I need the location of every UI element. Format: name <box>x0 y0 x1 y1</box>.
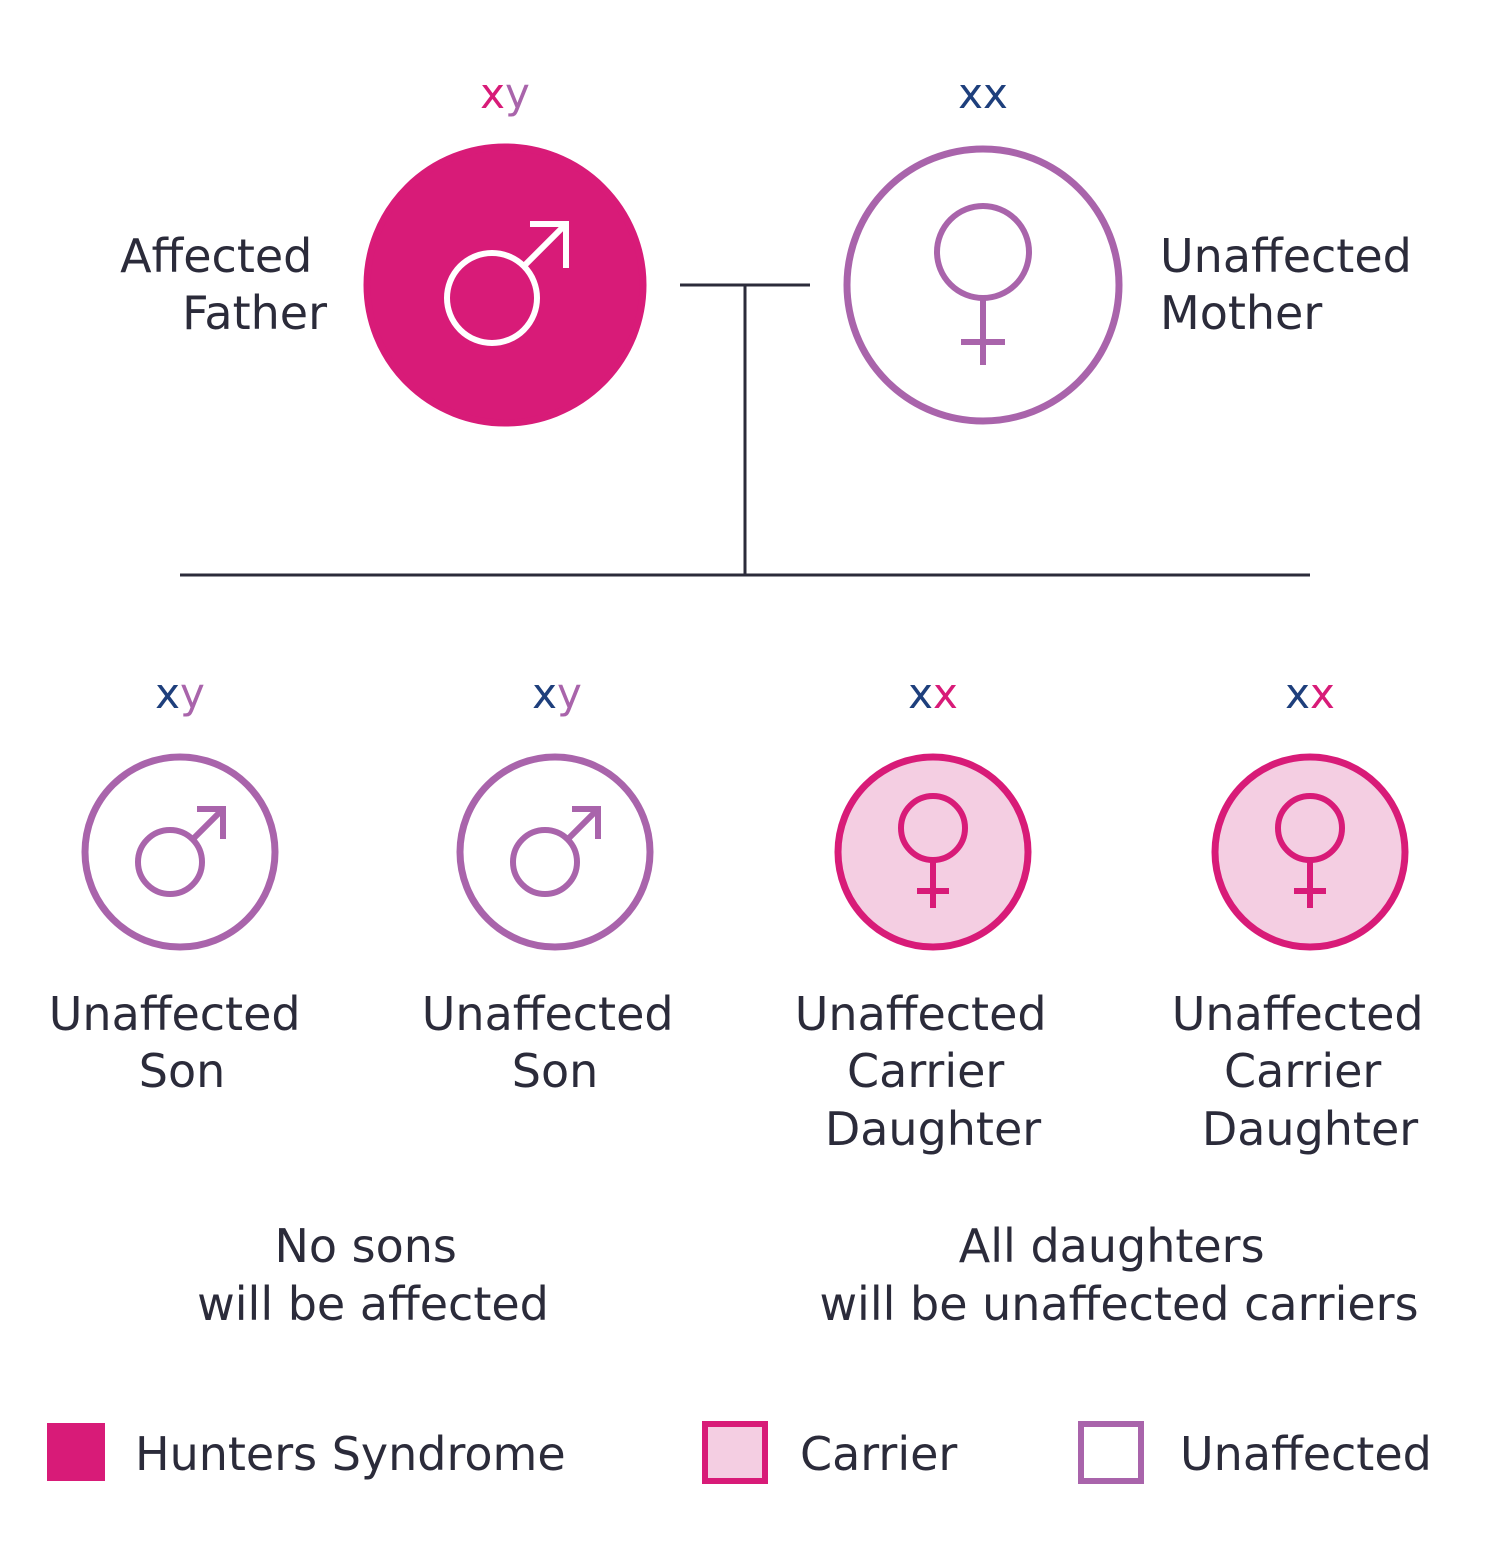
sons-summary-note: No sons will be affected <box>197 1219 549 1331</box>
child-2-label-line-1: Unaffected <box>422 987 674 1041</box>
child-2-chromosomes: xy <box>532 669 582 718</box>
child-4-chromosomes: xx <box>1285 669 1335 718</box>
female-icon <box>898 793 968 908</box>
child-4-chromosome-2: x <box>1310 669 1335 718</box>
child-3-circle <box>834 753 1032 951</box>
pedigree-connectors <box>180 283 1310 577</box>
child-3-label-line-1: Unaffected <box>795 987 1047 1041</box>
legend-affected-swatch <box>47 1423 105 1481</box>
child-4-label-line-2: Carrier <box>1224 1044 1381 1098</box>
child-2-label: Unaffected Son <box>422 987 688 1098</box>
child-1-chromosome-2: y <box>180 669 205 718</box>
daughters-summary-note: All daughters will be unaffected carrier… <box>819 1219 1418 1331</box>
father-label-line-2: Father <box>182 286 327 340</box>
father-circle <box>363 143 647 427</box>
child-1-circle <box>81 753 279 951</box>
legend-unaffected-label: Unaffected <box>1180 1427 1432 1481</box>
child-1-chromosome-1: x <box>155 669 180 718</box>
child-node-3: xx Unaffected Carrier Daughter <box>795 669 1061 1156</box>
mother-chromosome-2: x <box>983 69 1008 118</box>
child-node-2: xy Unaffected Son <box>422 669 688 1098</box>
daughters-note-line-1: All daughters <box>959 1219 1265 1273</box>
daughters-note-line-2: will be unaffected carriers <box>819 1277 1418 1331</box>
father-node: xy Affected Father <box>120 69 647 427</box>
child-4-label-line-3: Daughter <box>1202 1102 1418 1156</box>
child-4-circle <box>1211 753 1409 951</box>
father-chromosomes: xy <box>480 69 530 118</box>
child-4-label: Unaffected Carrier Daughter <box>1172 987 1438 1156</box>
male-icon <box>135 806 226 897</box>
child-3-label-line-3: Daughter <box>825 1102 1041 1156</box>
child-1-label: Unaffected Son <box>49 987 315 1098</box>
legend-affected-label: Hunters Syndrome <box>135 1427 566 1481</box>
male-icon <box>444 221 569 346</box>
legend-carrier-swatch <box>702 1421 768 1484</box>
mother-circle <box>843 145 1123 425</box>
mother-label: Unaffected Mother <box>1160 229 1426 340</box>
child-2-chromosome-1: x <box>532 669 557 718</box>
legend: Hunters Syndrome Carrier Unaffected <box>47 1421 1432 1484</box>
father-label: Affected Father <box>120 229 327 340</box>
mother-chromosome-1: x <box>958 69 983 118</box>
legend-carrier-label: Carrier <box>800 1427 957 1481</box>
mother-chromosomes: xx <box>958 69 1008 118</box>
legend-unaffected-swatch <box>1078 1421 1144 1484</box>
child-4-label-line-1: Unaffected <box>1172 987 1424 1041</box>
sons-note-line-2: will be affected <box>197 1277 549 1331</box>
female-icon <box>934 203 1032 365</box>
child-node-4: xx Unaffected Carrier Daughter <box>1172 669 1438 1156</box>
father-chromosome-2: y <box>505 69 530 118</box>
mother-node: xx Unaffected Mother <box>843 69 1426 425</box>
child-3-label: Unaffected Carrier Daughter <box>795 987 1061 1156</box>
female-icon <box>1275 793 1345 908</box>
father-label-line-1: Affected <box>120 229 312 283</box>
male-icon <box>510 806 601 897</box>
child-1-chromosomes: xy <box>155 669 205 718</box>
child-1-label-line-1: Unaffected <box>49 987 301 1041</box>
child-2-circle <box>456 753 654 951</box>
child-2-chromosome-2: y <box>557 669 582 718</box>
child-3-label-line-2: Carrier <box>847 1044 1004 1098</box>
child-4-chromosome-1: x <box>1285 669 1310 718</box>
child-3-chromosome-1: x <box>908 669 933 718</box>
mother-label-line-1: Unaffected <box>1160 229 1412 283</box>
sons-note-line-1: No sons <box>274 1219 456 1273</box>
mother-label-line-2: Mother <box>1160 286 1322 340</box>
child-2-label-line-2: Son <box>512 1044 599 1098</box>
child-node-1: xy Unaffected Son <box>49 669 315 1098</box>
child-3-chromosomes: xx <box>908 669 958 718</box>
father-chromosome-1: x <box>480 69 505 118</box>
child-1-label-line-2: Son <box>139 1044 226 1098</box>
child-3-chromosome-2: x <box>933 669 958 718</box>
